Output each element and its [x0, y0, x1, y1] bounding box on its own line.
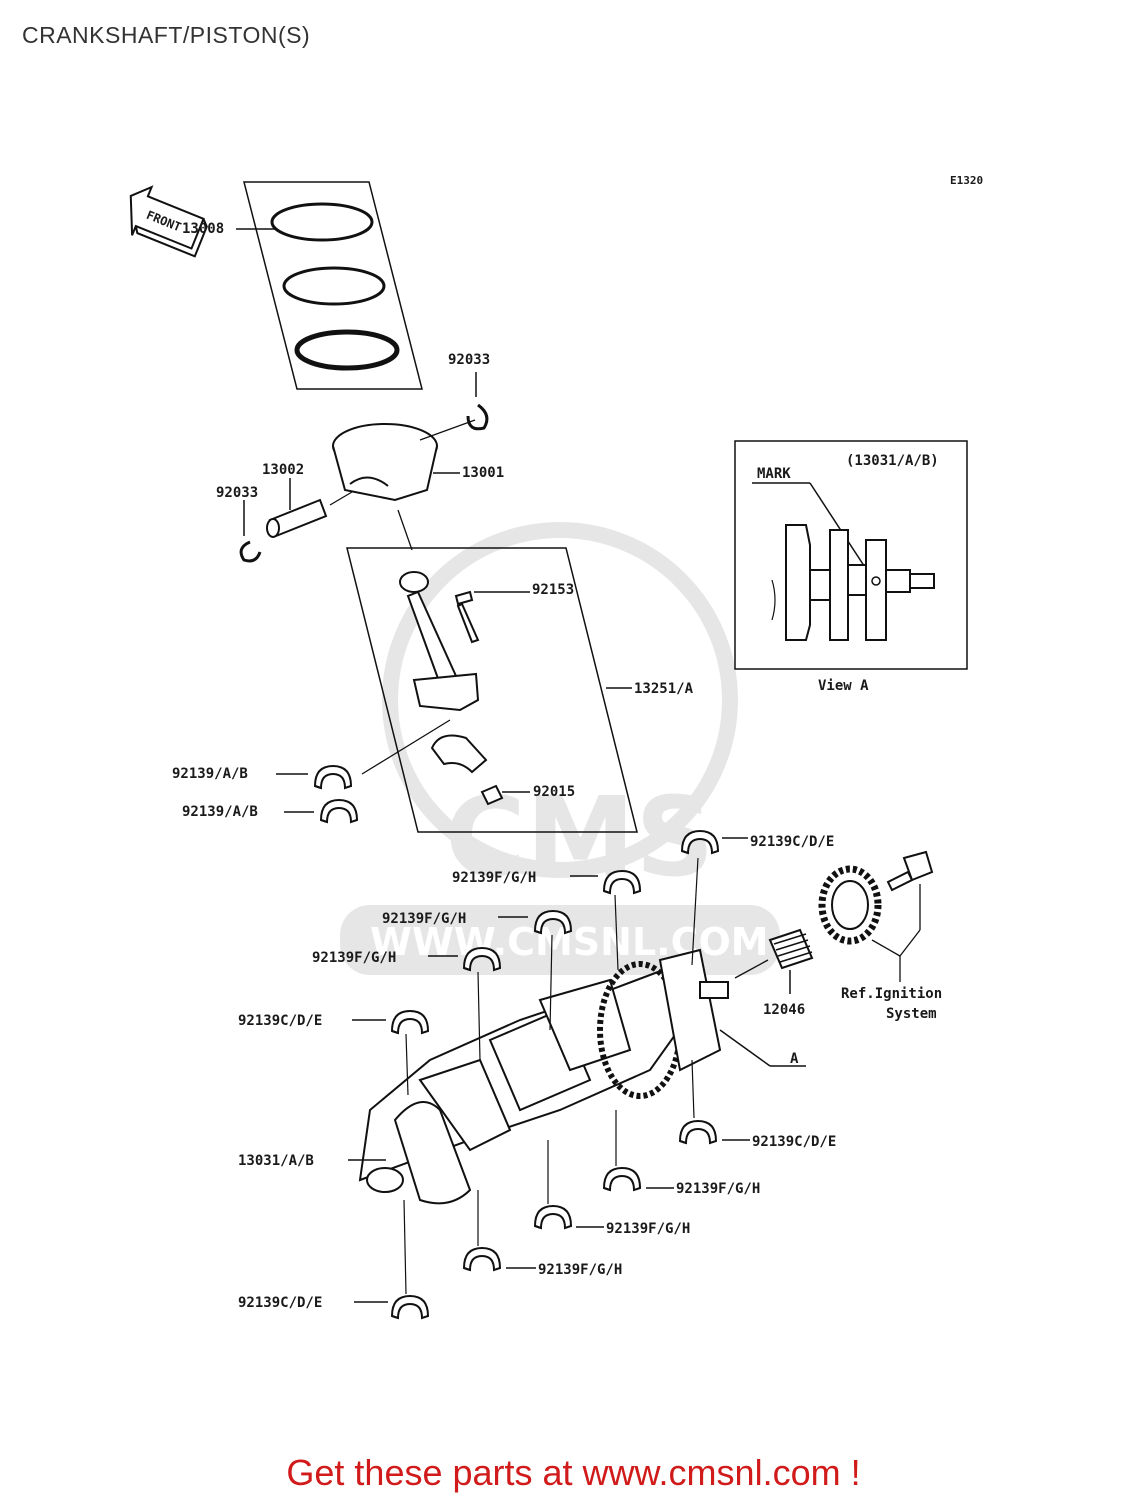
conrod-bearing-upper	[314, 765, 352, 789]
label-92139-AB-upper: 92139/A/B	[172, 766, 248, 782]
diagram-code: E1320	[950, 174, 983, 187]
label-ignition-system: System	[886, 1006, 937, 1022]
main-bearing-10	[391, 1295, 429, 1319]
circlip-top	[466, 403, 489, 431]
label-92139FGH-7: 92139F/G/H	[676, 1181, 760, 1197]
main-bearing-5	[391, 1010, 429, 1034]
label-92139CDE-1: 92139C/D/E	[750, 834, 834, 850]
label-view-A: A	[790, 1051, 799, 1067]
inset-caption: View A	[818, 678, 869, 694]
piston	[332, 419, 476, 551]
label-13001: 13001	[462, 465, 504, 481]
page-title: CRANKSHAFT/PISTON(S)	[22, 22, 311, 48]
label-92139FGH-8: 92139F/G/H	[606, 1221, 690, 1237]
crankshaft	[358, 948, 729, 1205]
main-bearing-7	[603, 1167, 641, 1191]
label-92139FGH-9: 92139F/G/H	[538, 1262, 622, 1278]
conrod-bolt	[454, 590, 530, 644]
parts-diagram: CMS WWW.CMSNL.COM E1320 FRONT 13008 9203…	[129, 174, 983, 1319]
label-13251-A: 13251/A	[634, 681, 694, 697]
ring-top	[270, 202, 374, 242]
label-13002: 13002	[262, 462, 304, 478]
piston-pin	[266, 478, 353, 538]
inset-title: (13031/A/B)	[846, 453, 939, 469]
label-13008: 13008	[182, 221, 224, 237]
ignition-rotor	[818, 850, 934, 982]
label-12046: 12046	[763, 1002, 805, 1018]
connecting-rod	[399, 571, 488, 774]
label-92015: 92015	[533, 784, 575, 800]
ring-second	[282, 266, 386, 306]
inset-mark-label: MARK	[757, 466, 791, 482]
main-bearing-8	[534, 1205, 572, 1229]
piston-rings-group	[236, 181, 423, 390]
inset-view-a: (13031/A/B) MARK View A	[734, 440, 968, 694]
label-92153: 92153	[532, 582, 574, 598]
main-bearing-6	[679, 1120, 717, 1144]
front-arrow-icon: FRONT	[129, 185, 208, 258]
label-92139FGH-4: 92139F/G/H	[312, 950, 396, 966]
label-92139FGH-3: 92139F/G/H	[382, 911, 466, 927]
label-13031-AB: 13031/A/B	[238, 1153, 314, 1169]
label-92033-left: 92033	[216, 485, 258, 501]
circlip-left	[239, 540, 262, 563]
label-92139-AB-lower: 92139/A/B	[182, 804, 258, 820]
label-ref-ignition: Ref.Ignition	[841, 986, 942, 1002]
label-92033-top: 92033	[448, 352, 490, 368]
conrod-nut	[480, 784, 504, 806]
main-bearing-9	[463, 1247, 501, 1271]
ring-oil	[294, 329, 400, 371]
needle-bearing	[734, 928, 814, 994]
label-92139FGH-2: 92139F/G/H	[452, 870, 536, 886]
label-92139CDE-10: 92139C/D/E	[238, 1295, 322, 1311]
label-92139CDE-6: 92139C/D/E	[752, 1134, 836, 1150]
label-92139CDE-5: 92139C/D/E	[238, 1013, 322, 1029]
conrod-box	[346, 547, 638, 833]
conrod-bearing-lower	[320, 799, 358, 823]
footer-cta[interactable]: Get these parts at www.cmsnl.com !	[286, 1452, 861, 1493]
